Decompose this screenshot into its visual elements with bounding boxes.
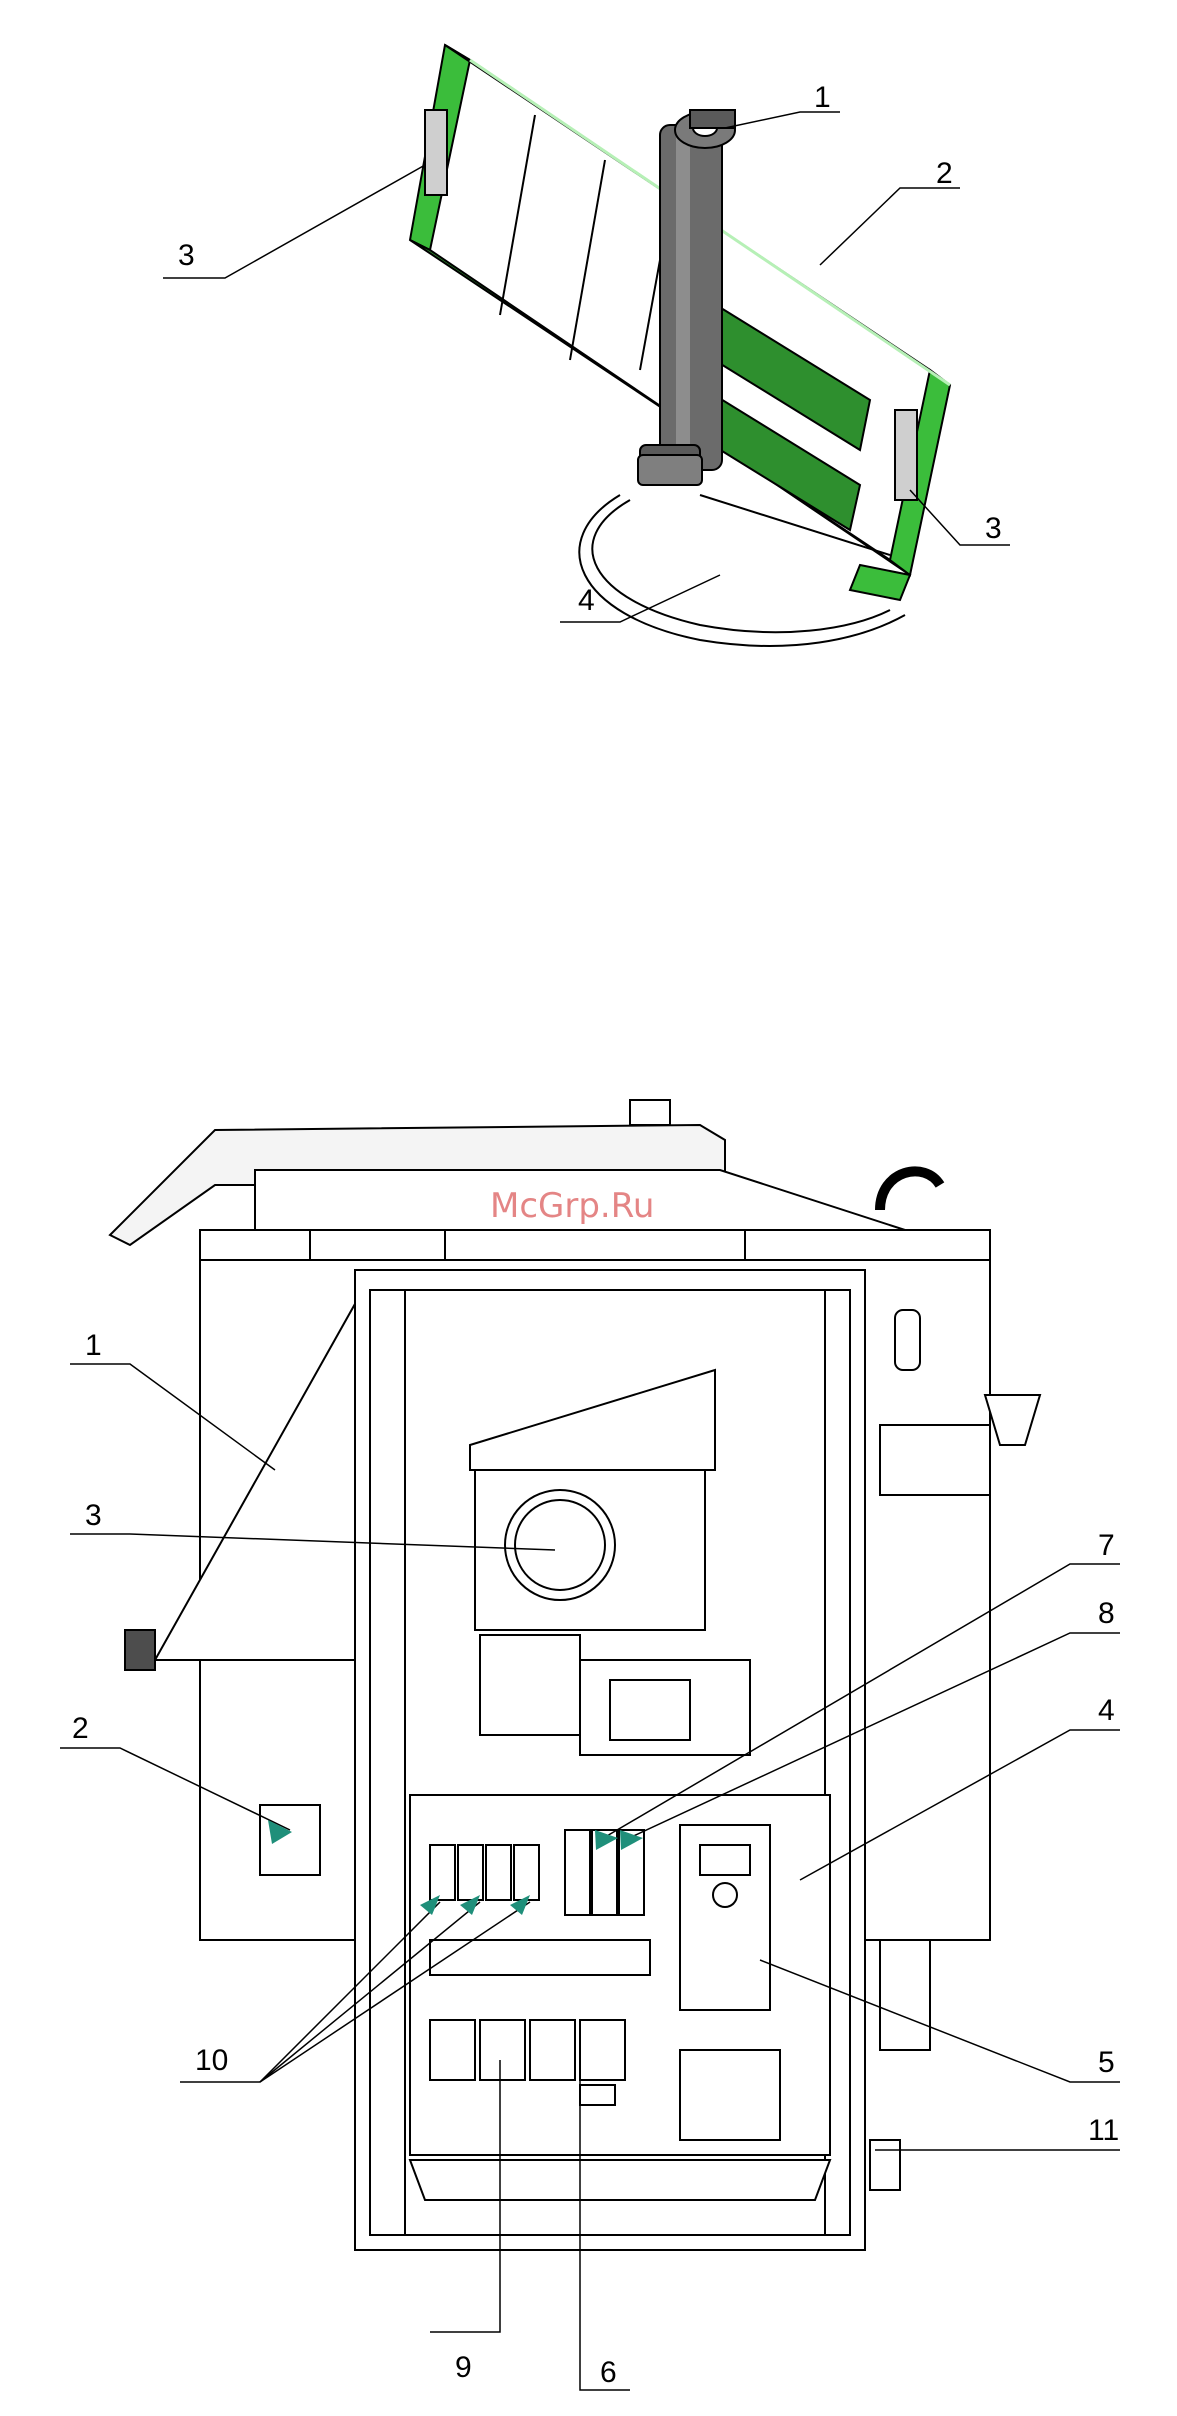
top-callout-labels: 1 2 3 3 4 <box>178 81 1002 617</box>
watermark: McGrp.Ru <box>490 1186 654 1226</box>
callout-1: 1 <box>85 1329 102 1362</box>
frequency-inverter <box>680 1825 770 2010</box>
callout-8: 8 <box>1098 1597 1115 1630</box>
top-leader-lines <box>163 112 1010 622</box>
callout-9: 9 <box>455 2351 472 2384</box>
callout-2: 2 <box>936 157 953 190</box>
callout-3-left: 3 <box>178 239 195 272</box>
callout-3-right: 3 <box>985 512 1002 545</box>
callout-4: 4 <box>1098 1694 1115 1727</box>
bottom-figure-machine <box>110 1100 1040 2250</box>
callout-6: 6 <box>600 2356 617 2389</box>
callout-3: 3 <box>85 1499 102 1532</box>
callout-11: 11 <box>1088 2114 1119 2147</box>
top-figure-frame-assembly: 1 2 3 3 4 <box>163 45 1010 646</box>
callout-10: 10 <box>195 2044 228 2077</box>
callout-2: 2 <box>72 1712 89 1745</box>
base-arc <box>579 495 905 646</box>
callout-7: 7 <box>1098 1529 1115 1562</box>
callout-1: 1 <box>814 81 831 114</box>
callout-5: 5 <box>1098 2046 1115 2079</box>
callout-4: 4 <box>578 584 595 617</box>
